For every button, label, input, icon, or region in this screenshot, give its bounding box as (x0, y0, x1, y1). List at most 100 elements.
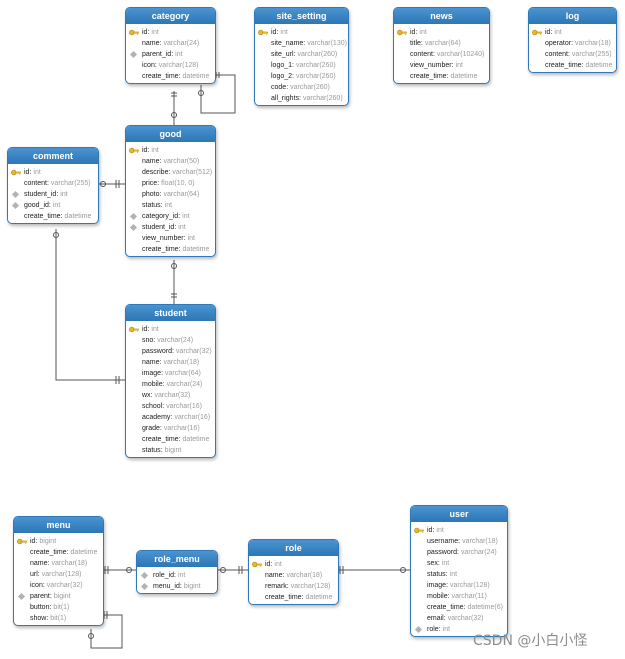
column-row[interactable]: status:bigint (129, 445, 212, 456)
column-row[interactable]: image:varchar(64) (129, 368, 212, 379)
column-row[interactable]: parent:bigint (17, 591, 100, 602)
column-row[interactable]: id:int (258, 27, 345, 38)
column-row[interactable]: view_number:int (397, 60, 486, 71)
column-row[interactable]: describe:varchar(512) (129, 167, 212, 178)
column-row[interactable]: id:int (129, 27, 212, 38)
column-row[interactable]: code:varchar(260) (258, 82, 345, 93)
table-title[interactable]: news (394, 8, 489, 24)
column-row[interactable]: sex:int (414, 558, 504, 569)
column-row[interactable]: status:int (414, 569, 504, 580)
column-row[interactable]: create_time:datetime (11, 211, 95, 222)
column-row[interactable]: url:varchar(128) (17, 569, 100, 580)
table-title[interactable]: good (126, 126, 215, 142)
table-title[interactable]: site_setting (255, 8, 348, 24)
column-row[interactable]: student_id:int (11, 189, 95, 200)
column-row[interactable]: menu_id:bigint (140, 581, 214, 592)
column-row[interactable]: logo_2:varchar(260) (258, 71, 345, 82)
table-title[interactable]: role (249, 540, 338, 556)
column-row[interactable]: username:varchar(18) (414, 536, 504, 547)
table-title[interactable]: log (529, 8, 616, 24)
column-row[interactable]: sno:varchar(24) (129, 335, 212, 346)
column-row[interactable]: password:varchar(32) (129, 346, 212, 357)
column-row[interactable]: logo_1:varchar(260) (258, 60, 345, 71)
column-row[interactable]: grade:varchar(16) (129, 423, 212, 434)
column-row[interactable]: mobile:varchar(24) (129, 379, 212, 390)
column-row[interactable]: academy:varchar(16) (129, 412, 212, 423)
column-row[interactable]: email:varchar(32) (414, 613, 504, 624)
column-row[interactable]: content:varchar(255) (11, 178, 95, 189)
column-row[interactable]: id:int (397, 27, 486, 38)
column-row[interactable]: photo:varchar(64) (129, 189, 212, 200)
column-row[interactable]: role:int (414, 624, 504, 635)
column-row[interactable]: category_id:int (129, 211, 212, 222)
column-row[interactable]: image:varchar(128) (414, 580, 504, 591)
column-row[interactable]: remark:varchar(128) (252, 581, 335, 592)
column-row[interactable]: id:int (11, 167, 95, 178)
column-row[interactable]: title:varchar(64) (397, 38, 486, 49)
column-row[interactable]: school:varchar(16) (129, 401, 212, 412)
column-row[interactable]: button:bit(1) (17, 602, 100, 613)
column-row[interactable]: wx:varchar(32) (129, 390, 212, 401)
column-row[interactable]: student_id:int (129, 222, 212, 233)
column-name: url (30, 571, 38, 578)
column-row[interactable]: id:int (252, 559, 335, 570)
table-title[interactable]: comment (8, 148, 98, 164)
column-row[interactable]: id:int (129, 324, 212, 335)
column-row[interactable]: view_number:int (129, 233, 212, 244)
column-row[interactable]: icon:varchar(32) (17, 580, 100, 591)
column-row[interactable]: id:int (532, 27, 613, 38)
column-row[interactable]: mobile:varchar(11) (414, 591, 504, 602)
table-title[interactable]: category (126, 8, 215, 24)
column-row[interactable]: create_time:datetime (129, 71, 212, 82)
column-row[interactable]: all_rights:varchar(260) (258, 93, 345, 104)
column-row[interactable]: role_id:int (140, 570, 214, 581)
column-row[interactable]: site_name:varchar(130) (258, 38, 347, 49)
column-row[interactable]: create_time:datetime (17, 547, 100, 558)
column-row[interactable]: parent_id:int (129, 49, 212, 60)
column-row[interactable]: content:varchar(10240) (397, 49, 486, 60)
column-row[interactable]: site_url:varchar(260) (258, 49, 345, 60)
table-title[interactable]: student (126, 305, 215, 321)
column-row[interactable]: name:varchar(18) (252, 570, 335, 581)
column-row[interactable]: create_time:datetime(6) (414, 602, 504, 613)
column-row[interactable]: name:varchar(50) (129, 156, 212, 167)
column-row[interactable]: show:bit(1) (17, 613, 100, 624)
table-title[interactable]: role_menu (137, 551, 217, 567)
column-separator: : (447, 593, 450, 600)
column-row[interactable]: id:int (129, 145, 212, 156)
table-title[interactable]: menu (14, 517, 103, 533)
column-row[interactable]: operator:varchar(18) (532, 38, 613, 49)
column-row[interactable]: name:varchar(18) (129, 357, 212, 368)
column-row[interactable]: icon:varchar(128) (129, 60, 212, 71)
column-name: view_number (142, 235, 184, 242)
column-row[interactable]: status:int (129, 200, 212, 211)
column-row[interactable]: password:varchar(24) (414, 547, 504, 558)
column-row[interactable]: name:varchar(18) (17, 558, 100, 569)
column-type: varchar(260) (295, 62, 336, 69)
column-row[interactable]: price:float(10, 0) (129, 178, 212, 189)
column-row[interactable]: create_time:datetime (252, 592, 335, 603)
table-title[interactable]: user (411, 506, 507, 522)
column-row[interactable]: name:varchar(24) (129, 38, 212, 49)
column-name: content (545, 51, 568, 58)
column-row[interactable]: create_time:datetime (532, 60, 613, 71)
column-row[interactable]: create_time:datetime (129, 434, 212, 445)
column-name: view_number (410, 62, 452, 69)
column-row[interactable]: good_id:int (11, 200, 95, 211)
column-row[interactable]: id:int (414, 525, 504, 536)
column-row[interactable]: id:bigint (17, 536, 100, 547)
column-row[interactable]: content:varchar(255) (532, 49, 613, 60)
column-row[interactable]: create_time:datetime (397, 71, 486, 82)
column-row[interactable]: create_time:datetime (129, 244, 212, 255)
